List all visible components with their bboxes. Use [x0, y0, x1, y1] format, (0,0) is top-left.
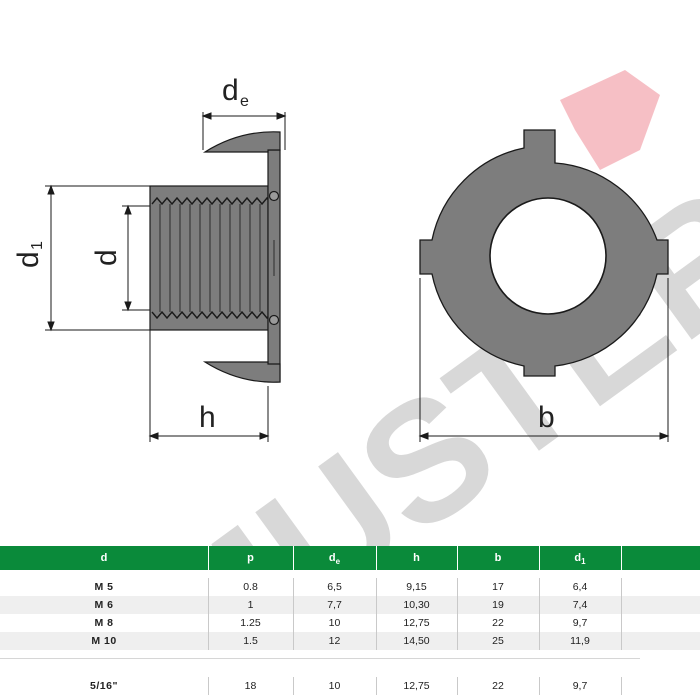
- thread-lines: [159, 204, 261, 312]
- side-dimension-labels: d e d 1 d h: [12, 74, 249, 434]
- b-label: b: [538, 401, 555, 434]
- table-row: M 6 1 7,7 10,30 19 7,4: [0, 596, 700, 614]
- cell-d1: 9,7: [539, 614, 622, 632]
- technical-drawing: MUSTER: [12, 70, 700, 546]
- cell-d: 5/16": [0, 677, 209, 695]
- cell-d: M 10: [0, 632, 209, 650]
- table-row: 5/16" 18 10 12,75 22 9,7: [0, 677, 700, 695]
- header-p: p: [208, 546, 294, 570]
- cell-d: M 5: [0, 578, 209, 596]
- cell-d1: 7,4: [539, 596, 622, 614]
- h-label: h: [199, 401, 216, 434]
- cell-d1: 6,4: [539, 578, 622, 596]
- de-sub-label: e: [240, 93, 249, 110]
- table-divider: [0, 658, 640, 659]
- d1-label: d: [12, 251, 45, 268]
- center-hole: [489, 197, 607, 315]
- header-d1: d1: [539, 546, 622, 570]
- cell-de: 7,7: [293, 596, 377, 614]
- cell-b: 25: [457, 632, 540, 650]
- cell-h: 10,30: [376, 596, 458, 614]
- table-row: M 8 1.25 10 12,75 22 9,7: [0, 614, 700, 632]
- front-view: [419, 129, 669, 377]
- front-dimensions: [418, 278, 670, 442]
- cell-h: 12,75: [376, 677, 458, 695]
- header-h: h: [376, 546, 458, 570]
- thread-top: [151, 196, 273, 206]
- prong-bottom: [202, 361, 281, 383]
- cell-de: 10: [293, 677, 377, 695]
- watermark-accent: [560, 70, 660, 170]
- cell-h: 12,75: [376, 614, 458, 632]
- cell-d: M 6: [0, 596, 209, 614]
- de-label: d: [222, 74, 239, 107]
- header-b: b: [457, 546, 540, 570]
- prong-top: [202, 131, 281, 153]
- header-d: d: [0, 546, 209, 570]
- table-row: M 5 0.8 6,5 9,15 17 6,4: [0, 578, 700, 596]
- cell-de: 12: [293, 632, 377, 650]
- side-view: [149, 131, 281, 383]
- thread-bottom: [151, 310, 273, 320]
- d-label: d: [90, 249, 123, 266]
- cell-p: 1.25: [208, 614, 294, 632]
- cell-b: 19: [457, 596, 540, 614]
- table-row: M 10 1.5 12 14,50 25 11,9: [0, 632, 700, 650]
- side-dimensions: [45, 112, 287, 442]
- cell-b: 17: [457, 578, 540, 596]
- cell-b: 22: [457, 677, 540, 695]
- cell-p: 1: [208, 596, 294, 614]
- cell-d: M 8: [0, 614, 209, 632]
- cell-d1: 9,7: [539, 677, 622, 695]
- d1-sub-label: 1: [29, 241, 46, 250]
- cell-p: 0.8: [208, 578, 294, 596]
- cell-p: 1.5: [208, 632, 294, 650]
- cell-h: 9,15: [376, 578, 458, 596]
- cell-p: 18: [208, 677, 294, 695]
- cell-de: 10: [293, 614, 377, 632]
- header-de: de: [293, 546, 377, 570]
- table-header: d p de h b d1: [0, 546, 700, 570]
- cell-b: 22: [457, 614, 540, 632]
- cell-d1: 11,9: [539, 632, 622, 650]
- cell-h: 14,50: [376, 632, 458, 650]
- cell-de: 6,5: [293, 578, 377, 596]
